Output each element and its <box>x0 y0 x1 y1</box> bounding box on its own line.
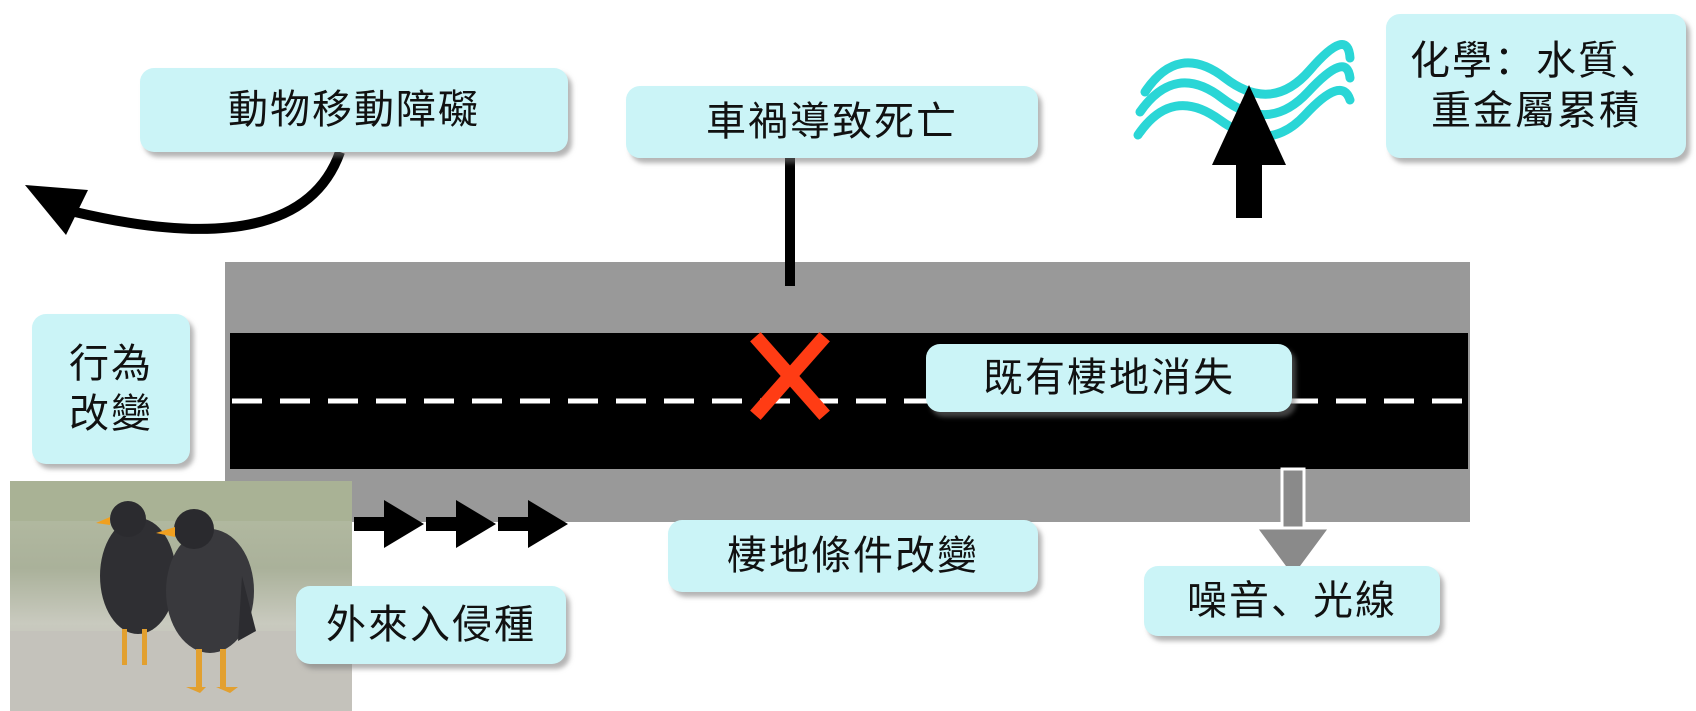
animal-movement-barrier-text: 動物移動障礙 <box>228 87 480 133</box>
behavior-change-line1: 行為 <box>69 341 153 387</box>
chemical-label: 化學：水質、 重金屬累積 <box>1386 14 1686 158</box>
curved-arrow-icon <box>25 150 345 235</box>
bird-left <box>96 501 176 665</box>
cross-icon <box>750 332 830 420</box>
chemical-text-line1: 化學：水質、 <box>1410 38 1662 84</box>
animal-movement-barrier-label: 動物移動障礙 <box>140 68 568 152</box>
down-arrow-icon <box>1253 467 1333 581</box>
noise-light-text: 噪音、光線 <box>1187 578 1397 624</box>
right-arrow-icon <box>354 500 568 548</box>
behavior-change-label: 行為 改變 <box>32 314 190 464</box>
roadkill-label: 車禍導致死亡 <box>626 86 1038 158</box>
bird-right <box>156 509 256 693</box>
habitat-change-label: 棲地條件改變 <box>668 520 1038 592</box>
habitat-change-text: 棲地條件改變 <box>727 533 979 579</box>
roadkill-connector <box>785 158 795 286</box>
myna-birds-photo <box>10 481 352 711</box>
habitat-loss-text: 既有棲地消失 <box>983 355 1235 401</box>
invasive-species-text: 外來入侵種 <box>326 602 536 648</box>
noise-light-label: 噪音、光線 <box>1144 566 1440 636</box>
chemical-text-line2: 重金屬累積 <box>1431 88 1641 134</box>
habitat-loss-label: 既有棲地消失 <box>926 344 1292 412</box>
roadkill-text: 車禍導致死亡 <box>706 99 958 145</box>
invasive-species-label: 外來入侵種 <box>296 586 566 664</box>
up-arrow-icon <box>1212 85 1286 218</box>
behavior-change-line2: 改變 <box>69 391 153 437</box>
